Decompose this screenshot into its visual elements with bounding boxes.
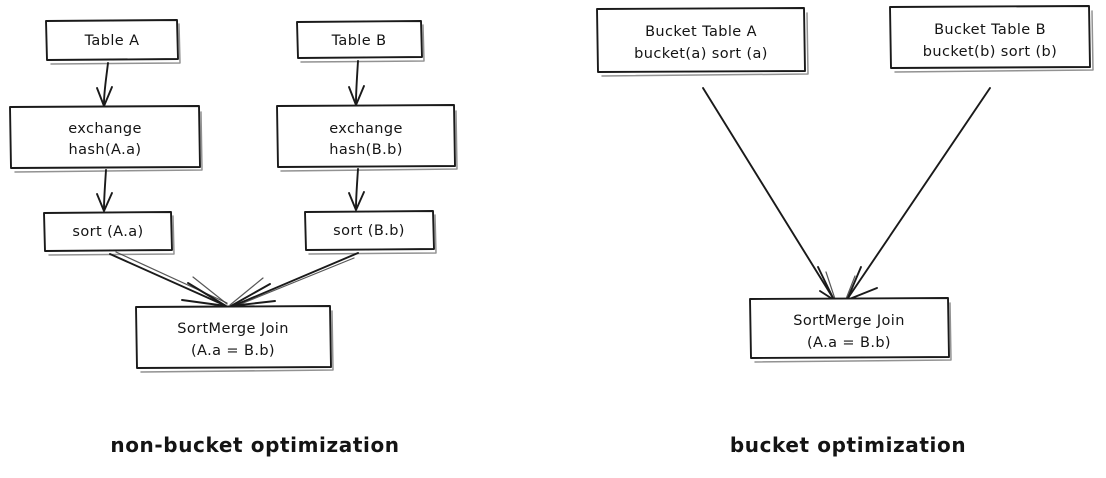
node-bucket-table-b-label-1: Bucket Table B	[934, 22, 1046, 38]
edge-sort-a-to-join	[109, 251, 228, 307]
edge-exchange-b-to-sort-b	[348, 168, 365, 211]
node-exchange-b[interactable]: exchange hash(B.b)	[276, 104, 458, 172]
edge-bucket-a-to-join	[702, 87, 836, 301]
edge-exchange-a-to-sort-a	[96, 169, 113, 212]
node-sort-a[interactable]: sort (A.a)	[43, 211, 175, 256]
caption-bucket: bucket optimization	[730, 433, 966, 457]
node-join-left[interactable]: SortMerge Join (A.a = B.b)	[135, 305, 334, 373]
node-join-right-label-1: SortMerge Join	[793, 313, 905, 329]
node-join-left-label-2: (A.a = B.b)	[191, 343, 275, 359]
node-join-left-label-1: SortMerge Join	[177, 321, 289, 337]
node-table-b[interactable]: Table B	[296, 20, 425, 63]
node-bucket-table-a-label-1: Bucket Table A	[645, 24, 757, 40]
panel-bucket: Bucket Table A bucket(a) sort (a) Bucket…	[596, 5, 1094, 457]
node-join-right-label-2: (A.a = B.b)	[807, 335, 891, 351]
panel-non-bucket: Table A exchange hash(A.a)	[9, 19, 458, 457]
node-exchange-a[interactable]: exchange hash(A.a)	[9, 105, 203, 173]
node-join-right[interactable]: SortMerge Join (A.a = B.b)	[749, 297, 952, 363]
node-bucket-table-a-label-2: bucket(a) sort (a)	[634, 46, 768, 62]
edge-table-a-to-exchange-a	[96, 62, 113, 107]
node-sort-b[interactable]: sort (B.b)	[304, 210, 437, 255]
node-bucket-table-a[interactable]: Bucket Table A bucket(a) sort (a)	[596, 7, 809, 77]
node-exchange-a-label-2: hash(A.a)	[69, 142, 142, 158]
node-exchange-a-label-1: exchange	[68, 121, 142, 137]
edge-sort-b-to-join	[229, 252, 359, 309]
node-table-a-label: Table A	[84, 33, 140, 49]
node-sort-a-label: sort (A.a)	[72, 224, 143, 240]
node-exchange-b-label-1: exchange	[329, 121, 403, 137]
node-bucket-table-b[interactable]: Bucket Table B bucket(b) sort (b)	[889, 5, 1094, 73]
edge-table-b-to-exchange-b	[348, 60, 365, 106]
node-table-a[interactable]: Table A	[45, 19, 181, 65]
node-sort-b-label: sort (B.b)	[333, 223, 405, 239]
node-exchange-b-label-2: hash(B.b)	[329, 142, 403, 158]
caption-non-bucket: non-bucket optimization	[110, 433, 399, 457]
node-table-b-label: Table B	[331, 33, 387, 49]
edge-bucket-b-to-join	[845, 87, 991, 301]
node-bucket-table-b-label-2: bucket(b) sort (b)	[923, 44, 1057, 60]
